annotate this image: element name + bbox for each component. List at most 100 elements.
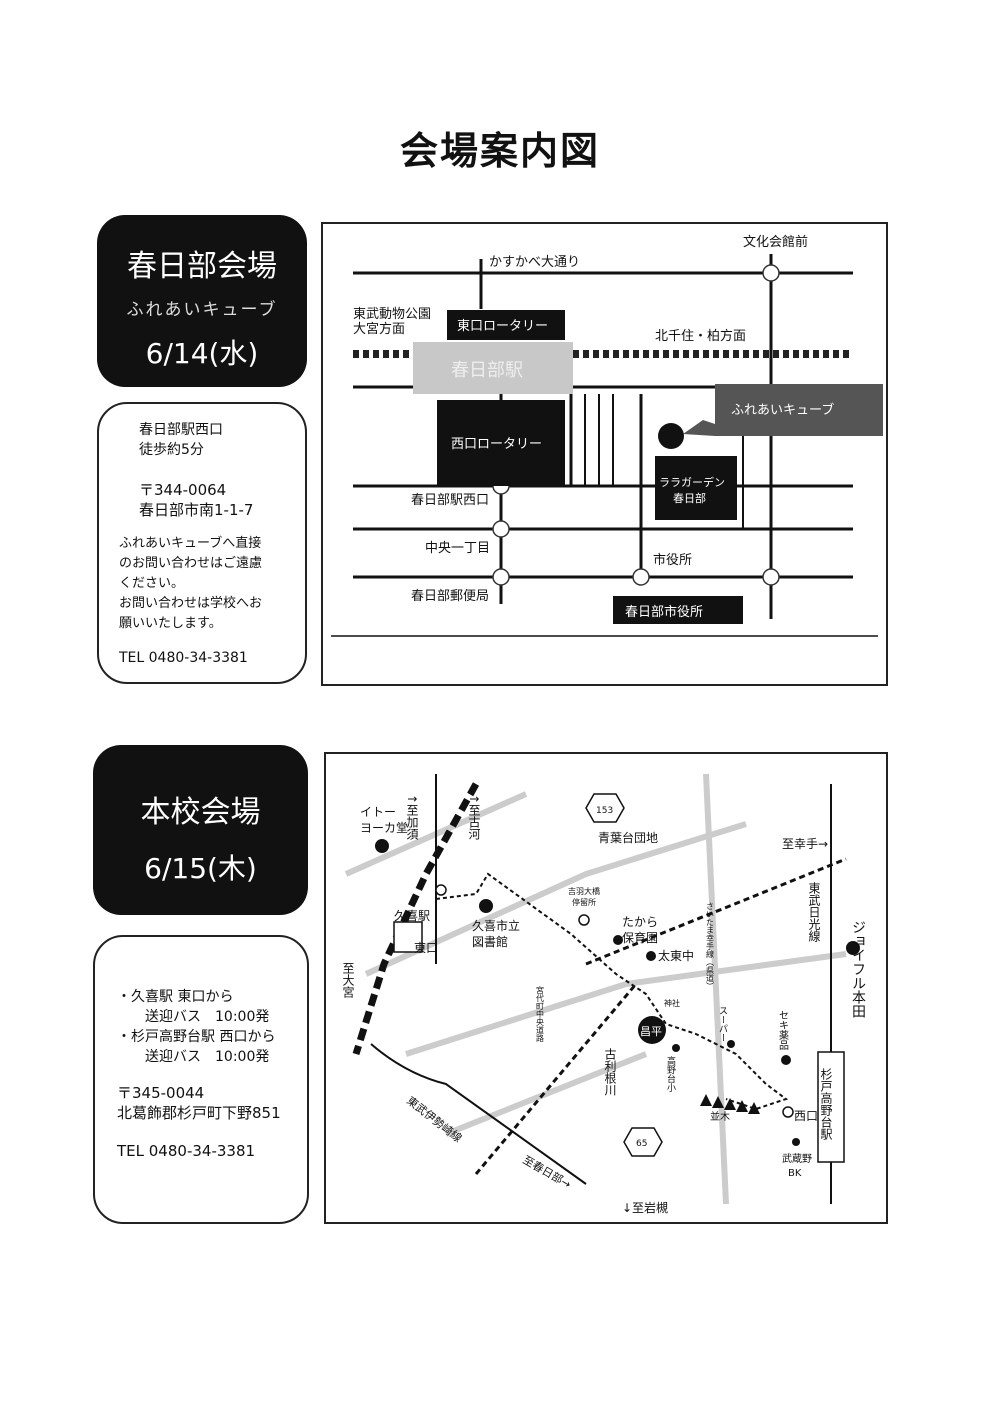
label-bunka-kaikan: 文化会館前 [743, 234, 808, 250]
route65-shield [623, 1127, 663, 1157]
kasukabe-postal: 〒344-0064 [139, 481, 227, 499]
label-supermarket: スーパー [717, 1006, 728, 1042]
label-tobu-dobutsu-2: 大宮方面 [353, 321, 405, 337]
tree-4 [736, 1100, 748, 1112]
takara-marker [613, 935, 623, 945]
label-nishiguchi: 春日部駅西口 [411, 493, 489, 508]
label-musashino-1: 武蔵野 [782, 1152, 812, 1165]
label-aobadai: 青葉台団地 [598, 830, 658, 845]
label-kuki-station: 久喜駅 [394, 909, 430, 923]
honko-info-box: ・久喜駅 東口から 送迎バス 10:00発 ・杉戸高野台駅 西口から 送迎バス … [93, 935, 309, 1224]
honko-tel: TEL 0480-34-3381 [117, 1142, 256, 1160]
fureai-cube-marker [658, 423, 684, 449]
label-route153: 153 [596, 806, 613, 816]
label-takanodai-sho: 高野台小 [665, 1055, 676, 1093]
honko-venue-badge: 本校会場 6/15(木) [93, 745, 308, 915]
label-seki: セキ薬品 [777, 1010, 789, 1051]
fureai-cube-label-block [715, 384, 883, 436]
label-west-exit: 西口 [794, 1109, 818, 1123]
signal-shiyakusho [632, 568, 650, 586]
label-police-2: 停留所 [572, 897, 596, 907]
label-otohigashi: 太東中 [658, 948, 694, 963]
label-musashino-2: BK [788, 1168, 802, 1179]
bus-stop-kuki [435, 884, 447, 896]
kasukabe-note-4: お問い合わせは学校へお [119, 596, 263, 611]
honko-address: 北葛飾郡杉戸町下野851 [117, 1104, 281, 1122]
signal-east [762, 568, 780, 586]
joyful-marker [846, 941, 860, 955]
kasukabe-map-svg: 文化会館前 かすかべ大通り 東武動物公園 大宮方面 北千住・柏方面 春日部駅西口… [331, 234, 883, 637]
label-route65: 65 [636, 1139, 647, 1149]
bg-road-3 [405, 951, 847, 1057]
lalagarden-block [655, 456, 737, 520]
label-city-hall: 春日部市役所 [625, 604, 703, 620]
label-fureai-cube: ふれあいキューブ [731, 402, 834, 418]
label-to-iwatsuki: ↓至岩槻 [622, 1200, 668, 1215]
musashino-bk-marker [792, 1138, 800, 1146]
kasukabe-map: 文化会館前 かすかべ大通り 東武動物公園 大宮方面 北千住・柏方面 春日部駅西口… [321, 222, 888, 686]
kasukabe-tel: TEL 0480-34-3381 [119, 650, 248, 666]
label-chuo: 中央一丁目 [425, 541, 490, 556]
label-joyful: ジョイフル本田 [850, 920, 866, 1018]
label-ito-yokado-2: ヨーカ堂 [360, 821, 408, 835]
label-namiki: 並木 [710, 1110, 730, 1123]
label-post-office: 春日部郵便局 [411, 589, 489, 604]
honko-venue-name: 本校会場 [140, 795, 261, 830]
seki-marker [781, 1055, 791, 1065]
school-marker [638, 1016, 666, 1044]
bus-stop-sugito [782, 1106, 794, 1118]
label-to-koga: ↑至古河 [467, 794, 481, 840]
bus-stop-police [578, 914, 590, 926]
kasukabe-date: 6/14(水) [145, 337, 259, 370]
sugito-station-block [817, 1051, 845, 1163]
kasukabe-venue-badge: 春日部会場 ふれあいキューブ 6/14(水) [97, 215, 307, 387]
label-higashi-rotary: 東口ロータリー [457, 318, 548, 334]
tree-1 [700, 1094, 712, 1106]
honko-map-svg: ↑至加須 ↑至古河 イトー ヨーカ堂 153 青葉台団地 至幸手→ 久喜駅 東口… [341, 773, 866, 1215]
honko-postal: 〒345-0044 [117, 1084, 205, 1102]
kasukabe-note-5: 願いいたします。 [119, 616, 222, 631]
takanodai-marker [672, 1044, 680, 1052]
label-lalagarden-2: 春日部 [673, 491, 706, 505]
label-to-kasukabe: 至春日部→ [521, 1152, 574, 1191]
bus-route [435, 872, 789, 1111]
honko-date: 6/15(木) [144, 852, 257, 885]
route153-shield [585, 793, 625, 823]
kasukabe-station-block [413, 342, 573, 394]
tree-3 [724, 1098, 736, 1110]
signal-chuo [492, 520, 510, 538]
nishi-rotary-block [437, 400, 565, 486]
label-sugito-station: 杉戸高野台駅 [819, 1068, 833, 1141]
kuki-station-block [393, 921, 423, 953]
label-miyashiro-road: 宮代町中央道路 [536, 985, 545, 1042]
label-east-exit: 東口 [414, 941, 438, 955]
tobu-railway [353, 350, 853, 358]
kasukabe-note-3: ください。 [119, 576, 185, 591]
label-library-1: 久喜市立 [472, 918, 520, 933]
label-kasukabe-dori: かすかべ大通り [489, 255, 580, 270]
saitama-satte-road [585, 857, 847, 966]
page-title: 会場案内図 [399, 129, 600, 173]
label-to-kazo: ↑至加須 [405, 794, 419, 841]
kasukabe-info-box: 春日部駅西口 徒歩約5分 〒344-0064 春日部市南1-1-7 ふれあいキュ… [97, 402, 307, 684]
honko-map: ↑至加須 ↑至古河 イトー ヨーカ堂 153 青葉台団地 至幸手→ 久喜駅 東口… [324, 752, 888, 1224]
label-police-1: 吉羽大橋 [568, 886, 600, 896]
label-to-satte: 至幸手→ [782, 837, 828, 851]
label-kitasenju: 北千住・柏方面 [655, 328, 746, 344]
honko-bus1-b: 送迎バス 10:00発 [145, 1009, 270, 1025]
tree-2 [712, 1096, 724, 1108]
label-tobu-dobutsu-1: 東武動物公園 [353, 306, 431, 322]
honko-bus2-b: 送迎バス 10:00発 [145, 1049, 270, 1065]
kasukabe-address: 春日部市南1-1-7 [139, 501, 254, 519]
miyashiro-road [474, 983, 638, 1175]
label-tobu-isesaki: 東武伊勢崎線 [404, 1093, 465, 1145]
label-library-2: 図書館 [472, 934, 508, 949]
label-tobu-nikko: 東武日光線 [807, 882, 821, 942]
label-shiyakusho-stop: 市役所 [653, 552, 692, 568]
kasukabe-venue-sub: ふれあいキューブ [126, 300, 278, 320]
label-lalagarden-1: ララガーデン [659, 475, 725, 489]
label-to-omiya: 至大宮 [341, 962, 355, 998]
label-takara-2: 保育園 [622, 930, 658, 945]
supermarket-marker [727, 1040, 735, 1048]
city-hall-block [613, 596, 743, 624]
